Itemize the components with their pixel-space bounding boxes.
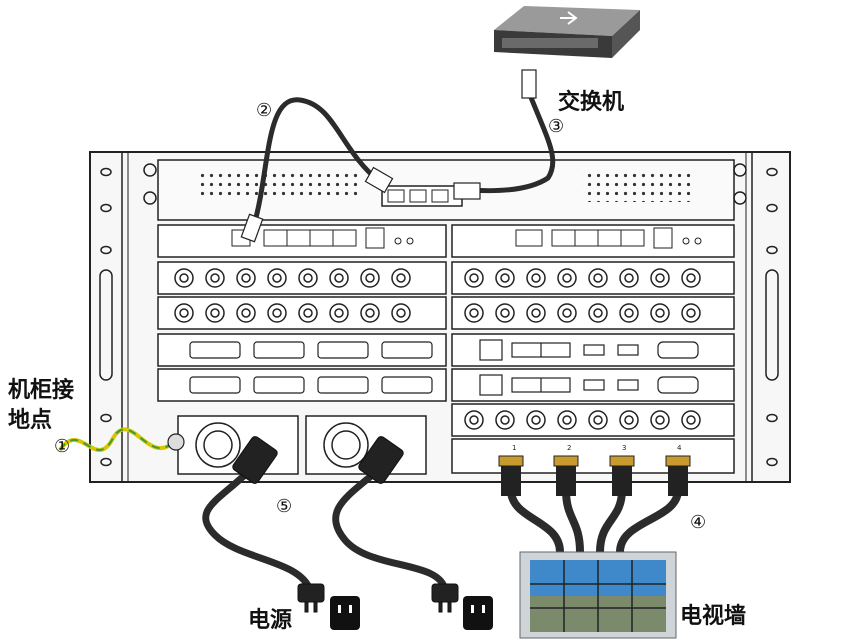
bnc-connector-icon: [298, 303, 318, 323]
bnc-connector-icon: [236, 268, 256, 288]
hdmi-plug-body: [556, 466, 576, 496]
network-cable-3: [469, 94, 556, 194]
bnc-connector-icon: [650, 268, 670, 288]
bnc-connector-icon: [557, 303, 577, 323]
bnc-connector-icon: [236, 303, 256, 323]
hdmi-cable: [596, 489, 626, 553]
hdmi-connector-icon: [609, 455, 635, 467]
bnc-connector-icon: [681, 268, 701, 288]
bnc-connector-icon: [360, 303, 380, 323]
bnc-connector-icon: [588, 303, 608, 323]
bnc-connector-icon: [464, 410, 484, 430]
power-cord-2: [332, 467, 449, 592]
bnc-connector-icon: [557, 268, 577, 288]
power-cord-1: [202, 467, 314, 592]
bnc-connector-icon: [464, 303, 484, 323]
bnc-connector-icon: [650, 303, 670, 323]
callout-3: ③: [548, 116, 565, 137]
bnc-connector-icon: [681, 410, 701, 430]
bnc-connector-icon: [360, 268, 380, 288]
bnc-connector-icon: [174, 303, 194, 323]
callout-2: ②: [256, 100, 273, 121]
bnc-connector-icon: [267, 268, 287, 288]
bnc-connector-icon: [267, 303, 287, 323]
hdmi-cable: [507, 489, 564, 553]
bnc-connector-icon: [205, 303, 225, 323]
power-plug-icon: [232, 436, 459, 613]
hdmi-cables: [498, 455, 691, 553]
video-wall-icon: [519, 551, 677, 639]
bnc-connector-icon: [557, 410, 577, 430]
power-socket-icon: [330, 596, 493, 630]
video-wall-label: 电视墙: [680, 604, 747, 629]
callout-4: ④: [690, 512, 707, 533]
hdmi-plug-body: [501, 466, 521, 496]
bnc-connector-icon: [650, 410, 670, 430]
network-switch-icon: [494, 6, 640, 58]
bnc-connector-icon: [464, 268, 484, 288]
hdmi-connector-icon: [665, 455, 691, 467]
hdmi-port-number-1: 1: [512, 444, 516, 452]
bnc-connector-icon: [619, 410, 639, 430]
rack-ear-left: [99, 167, 113, 467]
power-supply-units: [177, 415, 427, 475]
dvi-connector-icon: [253, 376, 305, 394]
ground-screw-icon: [167, 433, 185, 451]
ground-point-label-line1: 机柜接: [8, 378, 75, 403]
bnc-connector-icon: [495, 410, 515, 430]
hdmi-port-number-2: 2: [567, 444, 571, 452]
rj45-plug-icon: [240, 69, 537, 243]
bnc-connector-icon: [526, 303, 546, 323]
switch-label: 交换机: [558, 90, 625, 115]
bnc-connector-icon: [298, 268, 318, 288]
bnc-connector-icon: [329, 303, 349, 323]
hdmi-plug-body: [612, 466, 632, 496]
dvi-connector-icon: [381, 376, 433, 394]
bnc-connector-icon: [588, 410, 608, 430]
hdmi-port-number-4: 4: [677, 444, 682, 452]
hdmi-connector-icon: [498, 455, 524, 467]
hdmi-connector-icon: [553, 455, 579, 467]
rack-ear-right: [765, 167, 779, 467]
ground-point-label-line2: 地点: [8, 408, 53, 433]
bnc-connector-icon: [619, 268, 639, 288]
bnc-connector-icon: [495, 303, 515, 323]
callout-1: ①: [54, 436, 71, 457]
hdmi-port-number-3: 3: [622, 444, 626, 452]
io-card-right: [479, 339, 699, 396]
control-module: [143, 159, 747, 221]
dvi-connector-icon: [317, 376, 369, 394]
bnc-connector-icon: [174, 268, 194, 288]
hdmi-cable: [616, 489, 682, 553]
bnc-connector-icon: [619, 303, 639, 323]
dvi-connectors: [189, 341, 433, 394]
hdmi-output-card: 1 2 3 4: [512, 444, 682, 452]
bnc-connector-icon: [391, 303, 411, 323]
callout-5: ⑤: [276, 496, 293, 517]
dvi-connector-icon: [317, 341, 369, 359]
hdmi-plug-body: [668, 466, 688, 496]
bnc-connector-icon: [526, 410, 546, 430]
bnc-connector-icon: [495, 268, 515, 288]
bnc-connector-icon: [391, 268, 411, 288]
bnc-connector-icon: [588, 268, 608, 288]
dvi-connector-icon: [381, 341, 433, 359]
bnc-connector-icon: [681, 303, 701, 323]
power-label: 电源: [248, 608, 293, 633]
bnc-connector-icon: [526, 268, 546, 288]
dvi-connector-icon: [189, 341, 241, 359]
bnc-connector-icon: [329, 268, 349, 288]
dvi-connector-icon: [189, 376, 241, 394]
network-cable-2: [251, 97, 382, 226]
bnc-connectors: [174, 268, 701, 430]
bnc-connector-icon: [205, 268, 225, 288]
hdmi-cable: [562, 489, 584, 553]
dvi-connector-icon: [253, 341, 305, 359]
